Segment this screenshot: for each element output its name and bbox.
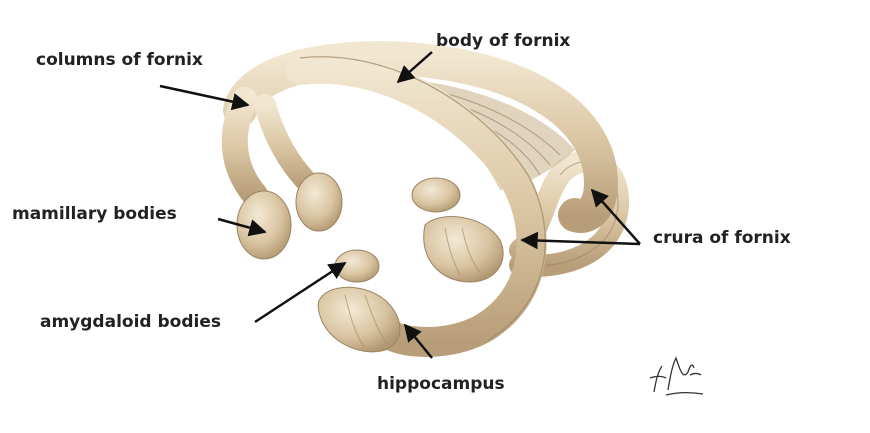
label-body-of-fornix: body of fornix [436,33,570,50]
label-crura-of-fornix: crura of fornix [653,230,791,247]
label-hippocampus: hippocampus [377,376,505,393]
hippocampus-near [318,287,400,352]
label-amygdaloid-bodies: amygdaloid bodies [40,314,221,331]
artist-signature-icon [650,358,703,395]
mamillary-body-left [237,191,291,259]
amygdaloid-body-far [412,178,460,212]
fornix-column-left [235,100,255,195]
mamillary-body-right [296,173,342,231]
label-columns-of-fornix: columns of fornix [36,52,203,69]
hippocampus-far [424,217,503,282]
label-mamillary-bodies: mamillary bodies [12,206,177,223]
fornix-column-right [265,105,310,185]
